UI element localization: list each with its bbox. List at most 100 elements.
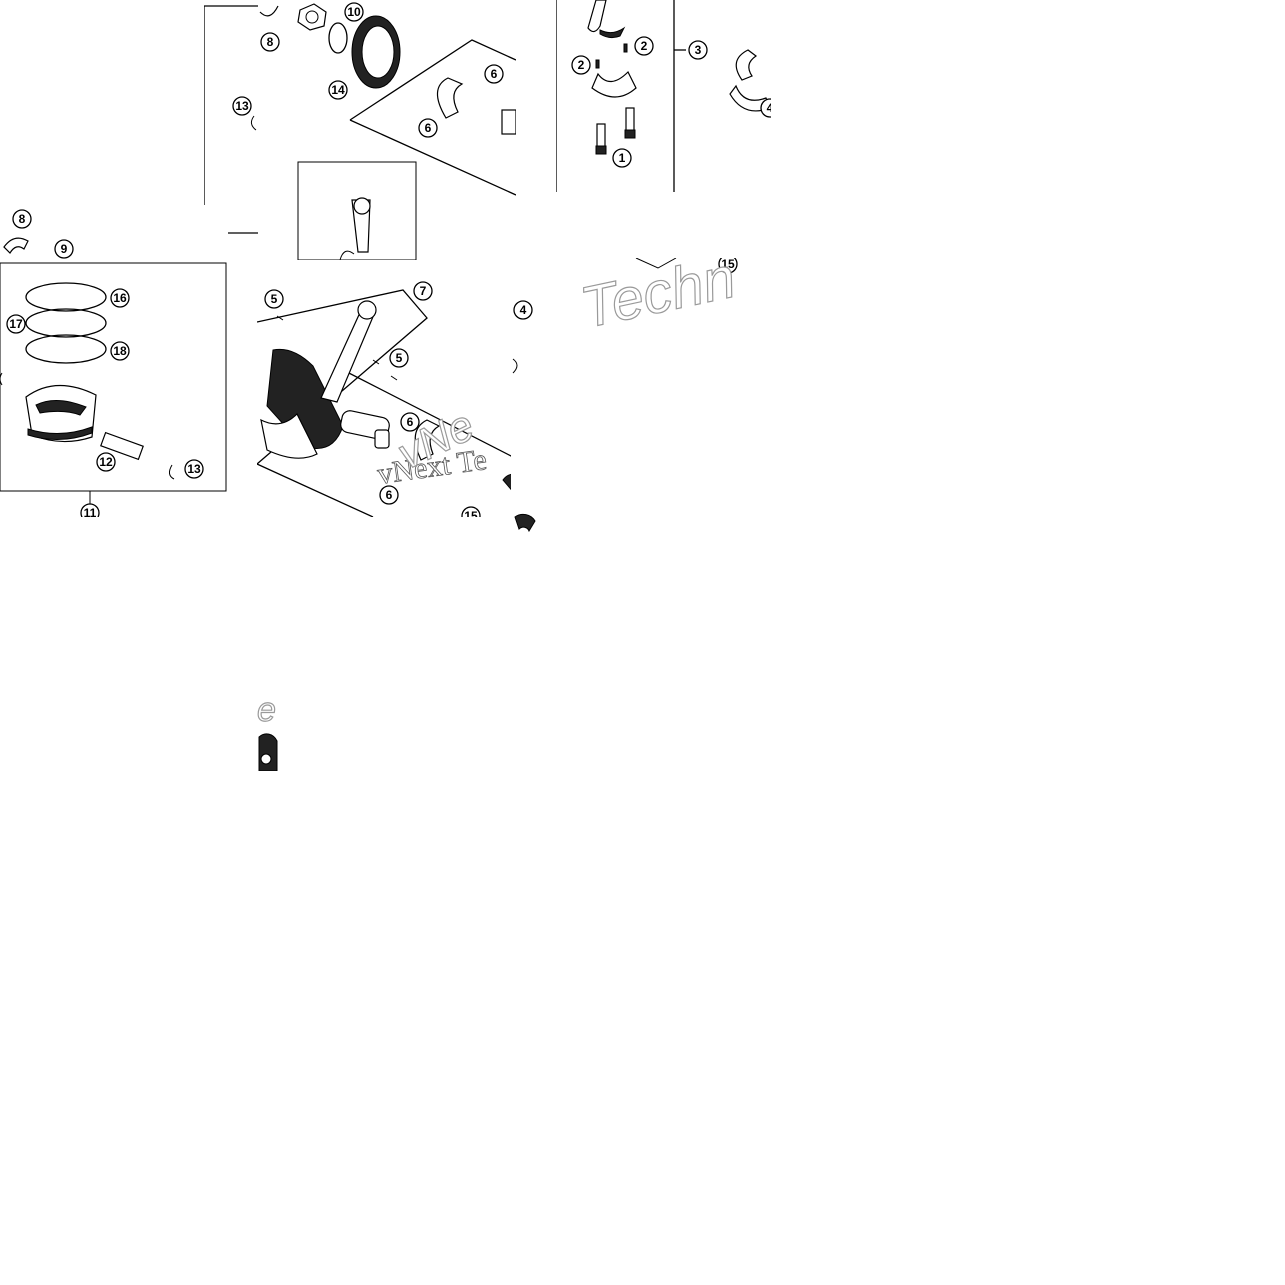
svg-text:13: 13 [235,99,249,113]
callout-14: 14 [328,80,348,100]
conrod-part [320,305,376,403]
svg-text:15: 15 [464,509,478,517]
tile-gear-assembly: 8 10 13 14 6 6 [204,0,516,260]
circlip-part [0,372,3,386]
crank-frame-line [342,369,515,459]
callout-7: 7 [413,281,433,301]
callout-13: 13 [184,459,204,479]
shaft-frame-lines [349,39,516,196]
gear-inner [361,25,395,79]
svg-text:1: 1 [619,151,626,165]
bearing-shell-part [735,49,758,81]
svg-text:8: 8 [19,212,26,226]
nut-part [297,3,327,31]
svg-text:16: 16 [113,291,127,305]
dowel-pin [595,59,600,69]
half-bearing-part [3,237,29,254]
callout-17: 17 [6,314,26,334]
callout-10: 10 [344,2,364,22]
svg-text:6: 6 [491,67,498,81]
callout-16: 16 [110,288,130,308]
svg-text:12: 12 [99,455,113,469]
svg-text:6: 6 [425,121,432,135]
tile-piston-assembly: 8 9 16 17 18 12 13 11 [0,205,228,517]
piston-groove [27,426,93,441]
callout-fragment [512,358,518,374]
callout-9: 9 [54,239,74,259]
callout-8: 8 [260,32,280,52]
callout-4: 4 [513,300,533,320]
conrod-inset-eye [353,197,371,215]
bolt-head [595,145,607,155]
bracket-line [204,5,258,234]
half-bearing-part [259,5,279,17]
callout-5: 5 [264,289,284,309]
svg-text:14: 14 [331,83,345,97]
svg-text:4: 4 [520,303,527,317]
conrod-small-end [357,300,377,320]
svg-text:11: 11 [84,506,97,517]
svg-text:4: 4 [767,101,771,115]
svg-text:7: 7 [420,284,427,298]
callout-5: 5 [389,348,409,368]
callout-6: 6 [418,118,438,138]
svg-text:8: 8 [267,35,274,49]
callout-8: 8 [12,209,32,229]
callout-11: 11 [80,503,100,517]
shaft-end-part [501,109,516,135]
svg-text:10: 10 [347,5,361,19]
tile-callout-strip: 4 [511,295,539,545]
washer-part [328,22,348,54]
bearing-shell-part [436,77,464,119]
conrod-upper-part [587,0,607,33]
tile-fragment: e [257,685,279,771]
svg-text:18: 18 [113,344,127,358]
svg-text:3: 3 [695,43,702,57]
svg-text:13: 13 [187,462,201,476]
callout-2: 2 [571,55,591,75]
callout-18: 18 [110,341,130,361]
piston-crown-detail [35,400,87,416]
gear-fragment [514,513,536,533]
callout-2: 2 [634,36,654,56]
callout-1: 1 [612,148,632,168]
piston-ring-part [25,308,107,338]
bolt-head [624,129,636,139]
piston-ring-part [25,334,107,364]
svg-text:5: 5 [396,351,403,365]
circlip-part [168,464,175,480]
dowel-pin [623,43,628,53]
gear-fragment-hole [260,753,272,765]
gear-fragment [258,733,278,771]
callout-6: 6 [379,485,399,505]
piston-pin-part [100,431,144,461]
tile-watermark-techn: 15 Techn [580,258,771,336]
callout-3: 3 [688,40,708,60]
callout-15: 15 [461,506,481,517]
callout-6: 6 [484,64,504,84]
svg-text:6: 6 [386,488,393,502]
crank-frame-line [257,463,374,517]
piston-kit-frame [0,262,227,492]
callout-13: 13 [232,96,252,116]
bearing-shell-part [414,419,441,461]
svg-text:2: 2 [641,39,648,53]
svg-text:17: 17 [9,317,23,331]
conrod-inset-frame [297,161,417,260]
svg-text:6: 6 [407,415,414,429]
circlip-part [250,115,257,131]
callout-6: 6 [400,412,420,432]
piston-ring-part [25,282,107,312]
frame-corner [635,258,677,269]
svg-text:2: 2 [578,58,585,72]
crank-counterweight-part [260,412,318,459]
tile-conrod-cap: 2 2 3 1 4 [556,0,771,192]
nut-hole [305,10,319,24]
shaft-end-part [374,429,390,449]
watermark-text: e [257,691,276,729]
svg-text:5: 5 [271,292,278,306]
watermark-text: Techn [580,258,741,336]
svg-text:15: 15 [721,258,735,271]
conrod-lower-part [599,26,626,39]
tile-crankshaft: 5 7 5 6 6 15 vNext Te vNe [257,280,515,517]
